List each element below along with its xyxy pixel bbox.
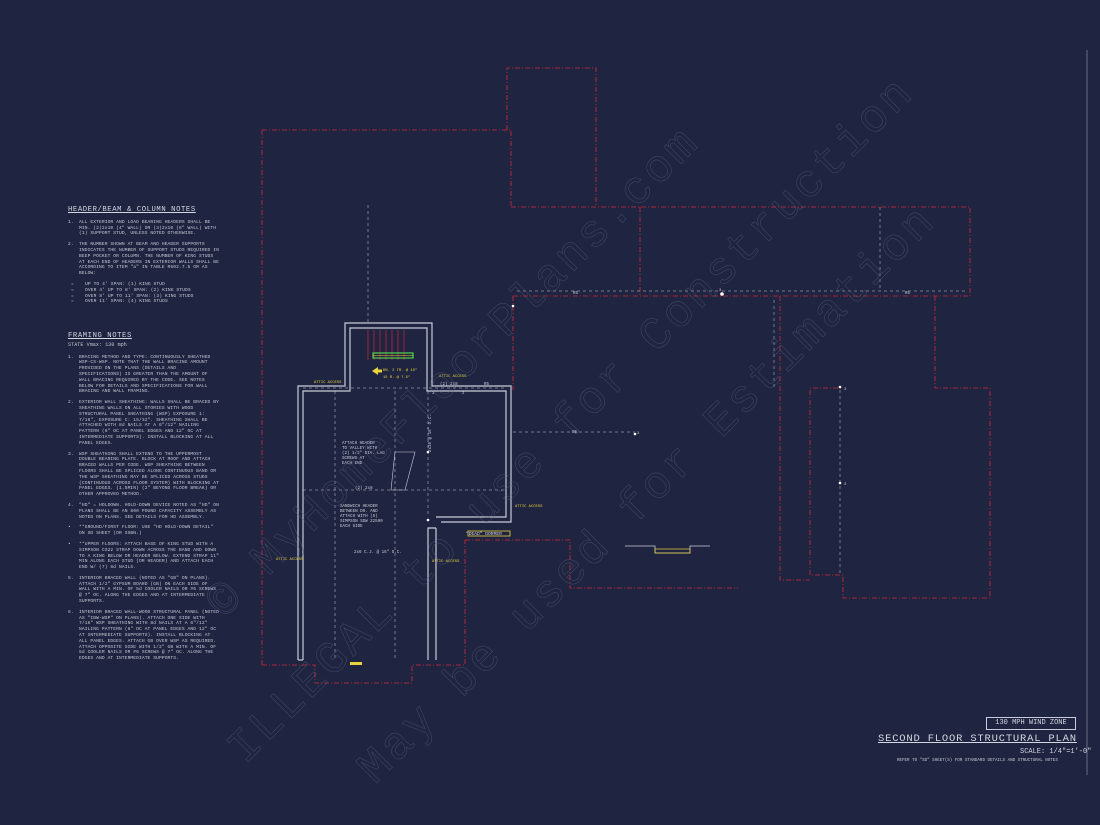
stair-direction-label: DN. 2 TR. @ 10": [383, 368, 417, 373]
svg-text:3: 3: [719, 289, 722, 293]
r5-label: R5: [484, 383, 490, 387]
header-size-label: (2) 2x8: [440, 382, 458, 387]
list-item: 2.EXTERIOR WALL SHEATHING: WALLS SHALL B…: [68, 400, 219, 446]
svg-text:3: 3: [844, 483, 847, 487]
joist-spec-label: 2x10 @ 16" O.C.: [428, 414, 433, 452]
svg-text:3: 3: [432, 392, 435, 396]
stair-treads: [367, 330, 405, 360]
header-leader: [390, 451, 416, 491]
stair-arrow-icon: [372, 367, 382, 375]
attic-access-label: ATTIC ACCESS: [276, 558, 304, 562]
attic-access-label: ATTIC ACCESS: [439, 375, 467, 379]
plan-scale: SCALE: 1/4"=1'-0": [1020, 748, 1092, 756]
framing-notes-subtitle: STATE Vmax: 130 mph: [68, 341, 127, 348]
list-item: =OVER 11' SPAN: (4) KING STUDS: [71, 299, 168, 305]
svg-text:3: 3: [844, 388, 847, 392]
list-item: =OVER 4' UP TO 8' SPAN: (2) KING STUDS: [71, 287, 191, 293]
attach-header-note: ATTACH HEADER TO VALLEY WITH (2) 1/2" DI…: [342, 442, 387, 466]
attic-access-label: ATTIC ACCESS: [432, 560, 460, 564]
framing-notes-title: FRAMING NOTES: [68, 332, 132, 340]
list-item: 6.INTERIOR BRACED WALL-WOOD STRUCTURAL P…: [68, 609, 219, 662]
watermark-line-3: May be used for Estimation: [348, 195, 947, 794]
svg-text:3: 3: [637, 432, 640, 436]
joist-spec-label: 2x6 C.J. @ 16" O.C.: [354, 550, 402, 555]
sandwich-header-note: SANDWICH HEADER BETWEEN DR. AND ATTACH W…: [340, 505, 385, 529]
r5-label: R5: [905, 292, 911, 296]
door-marker: [350, 662, 362, 665]
roof-outline: [261, 67, 991, 684]
list-item: 1.ALL EXTERIOR AND LOAD BEARING HEADERS …: [68, 219, 217, 237]
support-markers: [426, 292, 842, 522]
stair-riser-label: 15 R. @ 7.5": [383, 375, 410, 380]
attic-access-label: ATTIC ACCESS: [314, 381, 342, 385]
list-item: 4."HD" = HOLDOWN. HOLD-DOWN DEVICE NOTED…: [68, 502, 219, 520]
list-item: =OVER 8' UP TO 11' SPAN: (3) KING STUDS: [71, 293, 194, 299]
header-notes-title: HEADER/BEAM & COLUMN NOTES: [68, 206, 196, 214]
list-item: 2.THE NUMBER SHOWN AT BEAM AND HEADER SU…: [68, 242, 219, 277]
list-item: •**UPPER FLOORS: ATTACH BASE OF KING STU…: [68, 541, 219, 571]
list-item: =UP TO 4' SPAN: (1) KING STUD: [71, 281, 165, 287]
dormer-detail: [625, 545, 710, 554]
watermark-line-2: ILLEGAL to use for Construction: [218, 67, 926, 775]
refer-note: REFER TO "SD" SHEET(S) FOR STANDARD DETA…: [897, 759, 1058, 763]
list-item: 3.WSP SHEATHING SHALL EXTEND TO THE UPPE…: [68, 451, 219, 498]
r5-label: R5: [573, 292, 579, 296]
header-beam-notes: HEADER/BEAM & COLUMN NOTES 1.ALL EXTERIO…: [68, 206, 219, 305]
list-item: 1.BRACING METHOD AND TYPE: CONTINUOUSLY …: [68, 354, 211, 395]
svg-text:2: 2: [462, 392, 465, 396]
walls: [297, 322, 512, 661]
attic-access-label: ATTIC ACCESS: [515, 505, 543, 509]
r5-label: R5: [572, 431, 578, 435]
wind-zone-badge: 130 MPH WIND ZONE: [986, 717, 1076, 730]
plan-title: SECOND FLOOR STRUCTURAL PLAN: [878, 733, 1077, 745]
header-size-label: (2) 2x8: [355, 486, 373, 491]
list-item: •**GROUND/FIRST FLOOR: USE "HD HOLD-DOWN…: [68, 525, 214, 537]
dead-dormer-frame: [467, 530, 511, 537]
list-item: 5.INTERIOR BRACED WALL (NOTED AS "GB" ON…: [68, 575, 217, 605]
framing-notes: FRAMING NOTES STATE Vmax: 130 mph 1.BRAC…: [68, 332, 219, 667]
dead-dormer-label: "DEAD" DORMER: [466, 531, 502, 537]
